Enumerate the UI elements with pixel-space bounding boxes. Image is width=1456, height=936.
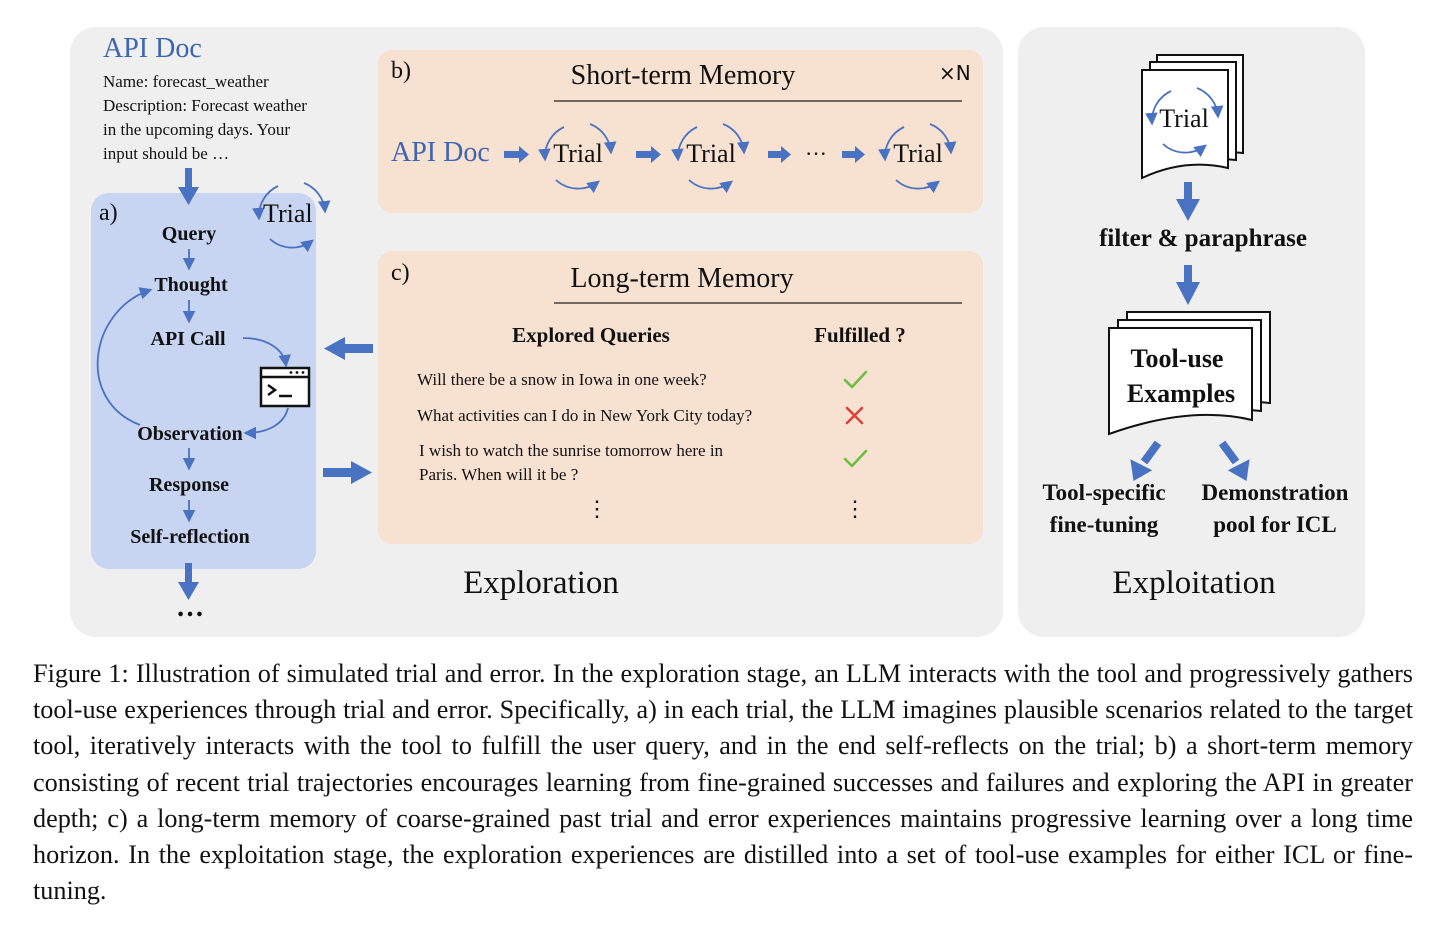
- col-explored-queries: Explored Queries: [512, 323, 670, 347]
- arrow-to-icl-pool: [1218, 440, 1250, 482]
- arrow-memory-to-trial: [324, 337, 373, 360]
- figure-caption: Figure 1: Illustration of simulated tria…: [33, 659, 1413, 906]
- exploit-down-arrow-2: [1176, 265, 1200, 305]
- short-term-trial-n: Trial: [893, 139, 943, 168]
- step-api-call: API Call: [150, 328, 226, 350]
- api-doc-desc-3: input should be …: [103, 144, 230, 163]
- trial-down-arrow: [178, 563, 199, 600]
- arrow-to-fine-tuning: [1130, 440, 1162, 482]
- panel-b-label: b): [391, 58, 411, 84]
- step-query: Query: [161, 223, 217, 245]
- terminal-icon: [259, 366, 311, 408]
- exploitation-trial-label: Trial: [1159, 104, 1209, 133]
- api-doc-name: Name: forecast_weather: [103, 72, 269, 91]
- document-stack-icon: [1141, 54, 1244, 180]
- icl-pool-label-line-2: pool for ICL: [1213, 512, 1337, 537]
- short-term-trial-1: Trial: [553, 139, 603, 168]
- api-doc-title: API Doc: [103, 33, 202, 64]
- fulfilled-vdots: ⋮: [844, 496, 866, 521]
- long-term-memory-box: [378, 251, 983, 544]
- queries-vdots: ⋮: [586, 496, 608, 521]
- api-doc-desc-2: in the upcoming days. Your: [103, 120, 290, 139]
- query-row-2: What activities can I do in New York Cit…: [417, 406, 753, 425]
- arrow-trial-to-memory: [323, 461, 372, 484]
- query-row-3-line-2: Paris. When will it be ?: [419, 465, 579, 484]
- step-observation: Observation: [137, 423, 243, 445]
- short-term-chain-arrows: [504, 146, 865, 163]
- repeat-multiplier: ×N: [939, 61, 971, 85]
- short-term-memory-box: [378, 50, 983, 213]
- query-row-1: Will there be a snow in Iowa in one week…: [417, 370, 707, 389]
- short-term-memory-title: Short-term Memory: [570, 60, 796, 91]
- step-response: Response: [148, 474, 230, 496]
- exploitation-label: Exploitation: [1112, 565, 1276, 601]
- check-icon: [843, 370, 868, 389]
- api-doc-desc-1: Description: Forecast weather: [103, 96, 307, 115]
- step-self-reflection: Self-reflection: [130, 526, 250, 548]
- exploit-down-arrow-1: [1176, 182, 1200, 221]
- short-term-trial-2: Trial: [686, 139, 736, 168]
- fine-tuning-label-line-1: Tool-specific: [1042, 480, 1166, 505]
- short-term-ellipsis: ···: [805, 141, 827, 166]
- panel-a-trial-label: Trial: [263, 199, 313, 228]
- step-arrows: [96, 249, 291, 523]
- examples-document-stack: [1108, 311, 1271, 436]
- examples-label-line-2: Examples: [1126, 379, 1236, 408]
- col-fulfilled: Fulfilled ?: [814, 323, 906, 347]
- long-term-memory-title: Long-term Memory: [570, 263, 794, 294]
- examples-label-line-1: Tool-use: [1130, 344, 1224, 373]
- panel-c-label: c): [391, 260, 410, 286]
- trial-continuation-ellipsis: …: [176, 592, 204, 623]
- api-doc-down-arrow: [178, 168, 199, 205]
- cross-icon: [845, 406, 864, 425]
- query-row-3-line-1: I wish to watch the sunrise tomorrow her…: [419, 441, 724, 460]
- step-thought: Thought: [154, 274, 228, 296]
- fine-tuning-label-line-2: fine-tuning: [1049, 512, 1159, 537]
- short-term-api-doc: API Doc: [391, 137, 490, 168]
- panel-a-label: a): [99, 200, 118, 226]
- icl-pool-label-line-1: Demonstration: [1201, 480, 1349, 505]
- filter-paraphrase-label: filter & paraphrase: [1099, 225, 1307, 252]
- check-icon: [843, 449, 868, 468]
- exploration-label: Exploration: [463, 565, 619, 601]
